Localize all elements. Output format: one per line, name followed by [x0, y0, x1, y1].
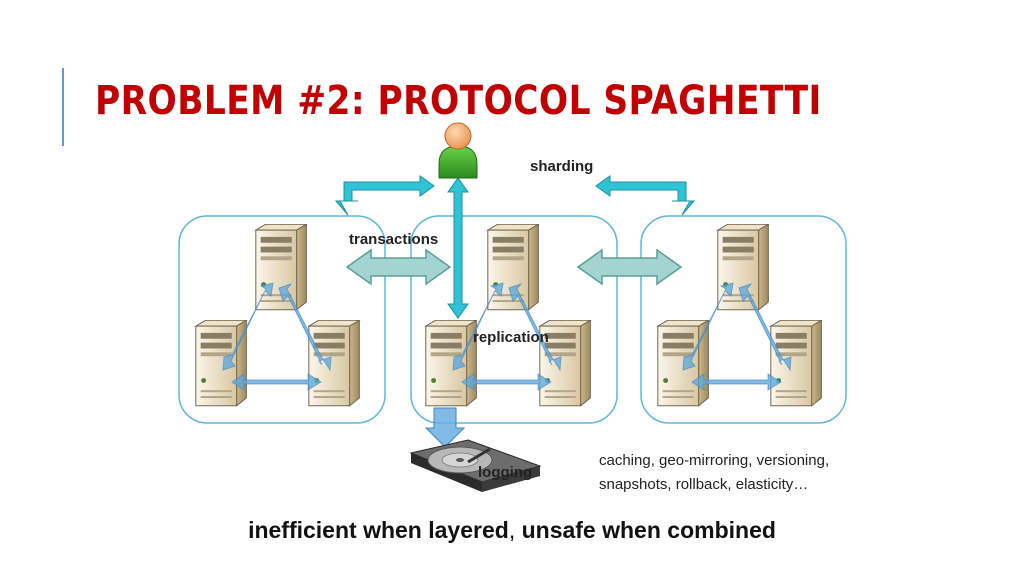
cluster-link-arrow — [576, 248, 683, 286]
transactions-arrow — [345, 248, 452, 286]
slide-caption: inefficient when layered, unsafe when co… — [0, 517, 1024, 544]
replication-arrows — [222, 282, 792, 391]
cluster-right — [640, 215, 847, 424]
cluster-center — [410, 215, 618, 424]
label-logging: logging — [478, 464, 533, 481]
cluster-left — [178, 215, 386, 424]
caption-part-1: inefficient when layered — [248, 517, 509, 543]
logging-arrow — [424, 407, 466, 448]
label-sharding: sharding — [530, 158, 594, 175]
server-icon — [255, 224, 307, 311]
user-icon — [438, 122, 478, 179]
caption-separator: , — [508, 517, 522, 543]
hard-disk-icon — [409, 439, 542, 492]
slide-title: PROBLEM #2: PROTOCOL SPAGHETTI — [95, 78, 822, 124]
server-icon — [195, 320, 247, 407]
caption-part-2: unsafe when combined — [521, 517, 776, 543]
label-replication: replication — [473, 329, 549, 346]
other-protocols-note: caching, geo-mirroring, versioning, snap… — [599, 452, 830, 493]
server-icon — [308, 320, 360, 407]
sharding-arrows — [334, 175, 696, 216]
label-transactions: transactions — [349, 231, 439, 248]
accent-bar — [62, 68, 64, 146]
server-icon — [770, 320, 822, 407]
user-to-cluster-arrow — [447, 177, 469, 319]
server-icon — [425, 320, 477, 407]
